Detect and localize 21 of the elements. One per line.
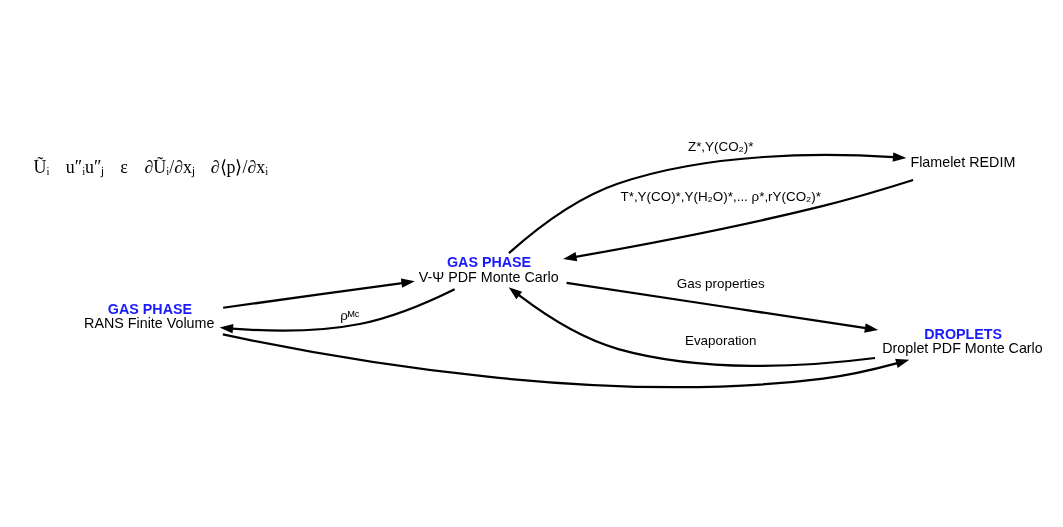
edge-label: ρᴹᶜ: [340, 307, 360, 323]
label: ∂⟨p⟩/∂xᵢ: [210, 156, 269, 177]
edge-label: Evaporation: [684, 332, 757, 348]
label: u″ᵢu″ⱼ: [65, 156, 105, 177]
node-text: DROPLETS Droplet PDF Monte Carlo: [882, 325, 1043, 356]
node-text: Flamelet REDIM: [910, 153, 1016, 170]
arrow: [219, 287, 456, 333]
arrow: [563, 178, 914, 261]
arrow: [222, 332, 910, 388]
node-text: GAS PHASE RANS Finite Volume: [84, 300, 215, 331]
label: ε: [120, 156, 128, 177]
label: Ũᵢ: [33, 156, 50, 177]
node-text: GAS PHASE V-Ψ PDF Monte Carlo: [418, 253, 559, 285]
edge-label: T*,Y(CO)*,Y(H₂O)*,... ρ*,rY(CO₂)*: [620, 188, 821, 204]
arrow: [508, 151, 907, 254]
arrow: [508, 286, 876, 367]
label: ∂Ũᵢ/∂xⱼ: [144, 156, 195, 177]
arrow: [223, 278, 415, 309]
arrow: [566, 281, 879, 333]
edge-label: Gas properties: [676, 275, 765, 291]
edge-label: Z*,Y(CO₂)*: [687, 138, 754, 154]
